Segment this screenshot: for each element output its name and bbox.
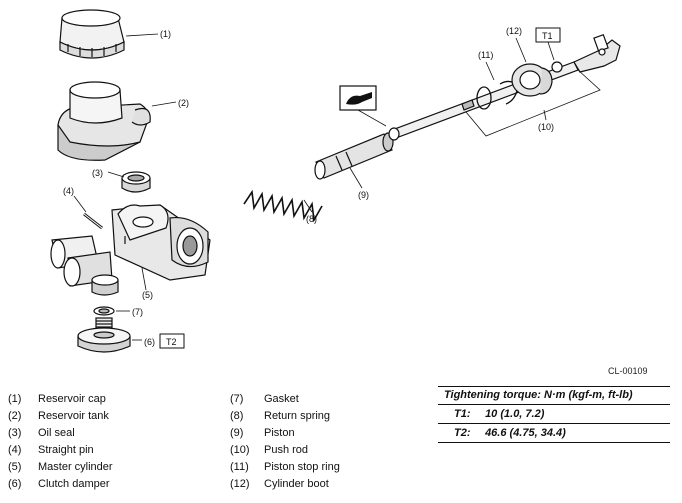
t2-torque-box [159,333,185,349]
legend-name: Oil seal [38,427,75,439]
legend-name: Push rod [264,444,309,456]
legend-number: (9) [230,427,244,439]
legend-name: Straight pin [38,444,94,456]
callout-7: (7) [132,307,143,317]
legend-item: (5) Master cylinder [8,461,228,477]
parts-legend-right: (7) Gasket (8) Return spring (9) Piston … [230,393,430,503]
torque-key: T2: [454,427,471,439]
callout-5: (5) [142,290,153,300]
straight-pin [83,212,103,230]
legend-number: (3) [8,427,22,439]
legend-number: (1) [8,393,22,405]
torque-key: T1: [454,408,471,420]
t2-label: T2 [166,337,177,347]
legend-number: (5) [8,461,22,473]
figure-code: CL-00109 [608,366,648,376]
torque-row-t2: T2: 46.6 (4.75, 34.4) [438,424,670,443]
legend-item: (1) Reservoir cap [8,393,228,409]
push-rod [388,33,621,141]
reservoir-tank [57,81,151,161]
legend-name: Gasket [264,393,299,405]
callout-1: (1) [160,29,171,39]
return-spring [243,189,323,223]
legend-item: (3) Oil seal [8,427,228,443]
legend-item: (7) Gasket [230,393,430,409]
legend-name: Reservoir cap [38,393,106,405]
legend-number: (8) [230,410,244,422]
legend-name: Piston stop ring [264,461,340,473]
piston [314,132,394,180]
legend-name: Reservoir tank [38,410,109,422]
legend-number: (6) [8,478,22,490]
callout-6: (6) [144,337,155,347]
legend-item: (2) Reservoir tank [8,410,228,426]
torque-value: 10 (1.0, 7.2) [485,408,545,420]
callout-12: (12) [506,26,522,36]
parts-legend-left: (1) Reservoir cap (2) Reservoir tank (3)… [8,393,228,503]
legend-name: Master cylinder [38,461,113,473]
callout-11: (11) [478,50,493,60]
legend-item: (10) Push rod [230,444,430,460]
callout-4: (4) [63,186,74,196]
legend-item: (11) Piston stop ring [230,461,430,477]
gasket [93,306,115,316]
oil-seal [121,171,151,193]
legend-number: (10) [230,444,250,456]
callout-10: (10) [538,122,554,132]
legend-item: (4) Straight pin [8,444,228,460]
t1-label: T1 [542,31,553,41]
cylinder-boot [511,61,563,97]
legend-number: (11) [230,461,249,473]
callout-3: (3) [92,168,103,178]
torque-row-t1: T1: 10 (1.0, 7.2) [438,405,670,424]
legend-number: (7) [230,393,244,405]
legend-number: (12) [230,478,250,490]
grease-symbol-icon [339,85,387,127]
legend-number: (4) [8,444,22,456]
legend-item: (8) Return spring [230,410,430,426]
reservoir-cap [59,9,125,59]
legend-name: Piston [264,427,295,439]
callout-9: (9) [358,190,369,200]
callout-8: (8) [306,214,317,224]
legend-number: (2) [8,410,22,422]
tightening-torque-table: Tightening torque: N·m (kgf-m, ft-lb) T1… [438,386,670,443]
torque-value: 46.6 (4.75, 34.4) [485,427,566,439]
legend-name: Clutch damper [38,478,110,490]
legend-name: Cylinder boot [264,478,329,490]
clutch-damper [77,317,131,353]
legend-item: (12) Cylinder boot [230,478,430,494]
legend-item: (6) Clutch damper [8,478,228,494]
torque-title: Tightening torque: N·m (kgf-m, ft-lb) [438,386,670,405]
callout-2: (2) [178,98,189,108]
master-cylinder [50,204,211,296]
legend-name: Return spring [264,410,331,422]
legend-item: (9) Piston [230,427,430,443]
